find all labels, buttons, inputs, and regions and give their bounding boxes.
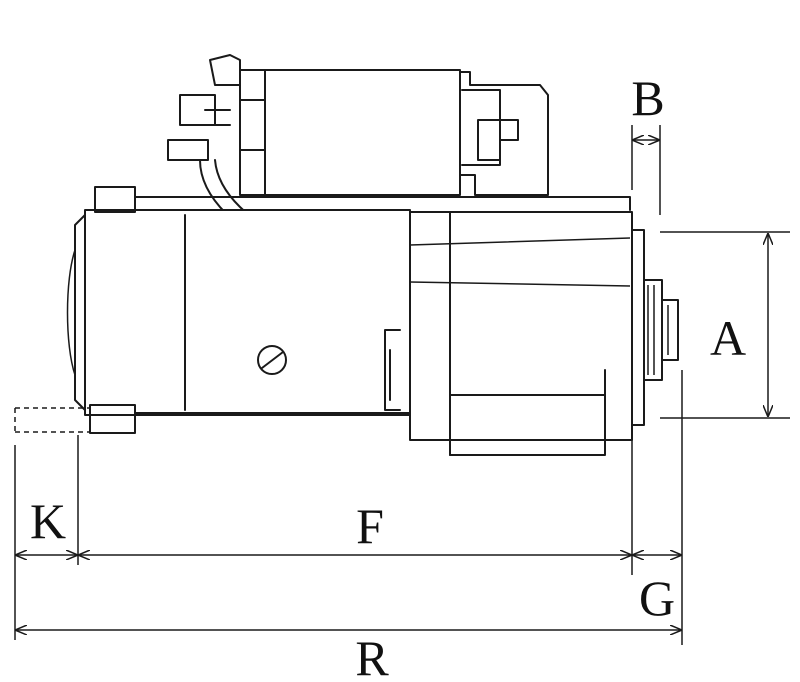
drive-housing bbox=[409, 211, 633, 456]
pinion-gear bbox=[631, 229, 679, 426]
dimension-label-b: B bbox=[631, 70, 664, 126]
dimension-label-a: A bbox=[710, 310, 746, 366]
dimension-label-f: F bbox=[356, 498, 384, 554]
dimension-label-g: G bbox=[639, 570, 675, 626]
dimension-label-r: R bbox=[355, 630, 389, 682]
dimension-label-k: K bbox=[30, 493, 66, 549]
solenoid bbox=[167, 54, 549, 196]
motor-body bbox=[14, 186, 631, 434]
dimension-lines bbox=[14, 125, 790, 645]
